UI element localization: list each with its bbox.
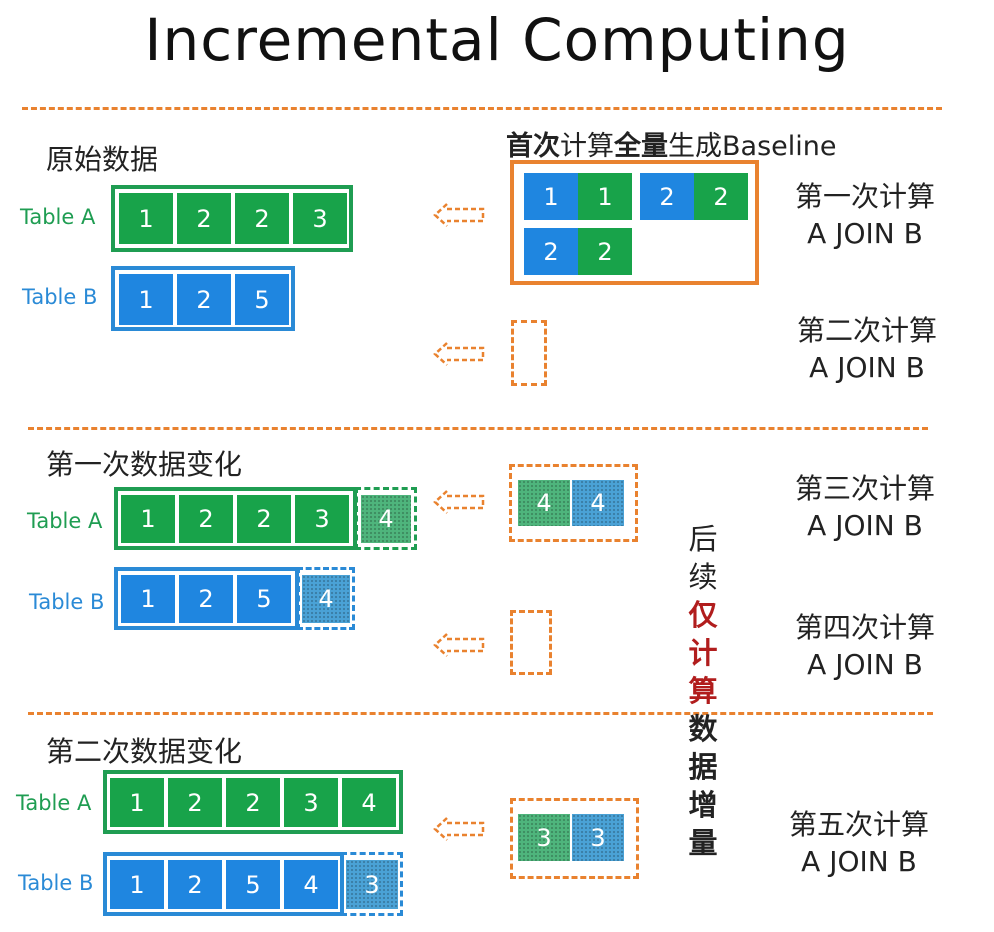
dashed-left-arrow-icon: [433, 817, 485, 841]
table-a-cell: 1: [119, 193, 173, 244]
table-b-label: Table B: [18, 871, 94, 895]
table-b-delta-cell: 3: [346, 860, 398, 909]
incremental-result-frame: [509, 464, 638, 542]
vertical-note-char: 计: [688, 636, 718, 670]
dashed-left-arrow-icon: [433, 490, 485, 514]
table-b-delta-frame: [297, 567, 355, 630]
table-b-cell: 5: [237, 575, 291, 623]
result-cell: 1: [524, 173, 578, 220]
section-divider: [28, 427, 928, 430]
vertical-note-char: 量: [688, 826, 718, 860]
vertical-note: 后 续 仅 计 算 数 据 增 量: [683, 520, 723, 862]
result-cell: 3: [518, 814, 570, 861]
step-title: 第二次计算: [796, 314, 937, 347]
result-cell: 2: [640, 173, 694, 220]
table-b-label: Table B: [22, 285, 98, 309]
step-title: 第一次计算: [794, 180, 935, 213]
table-a-cell: 4: [342, 778, 396, 827]
result-cell: 1: [578, 173, 632, 220]
step-join: A JOIN B: [807, 509, 923, 543]
table-b-cell: 2: [168, 860, 222, 909]
table-a-cell: 1: [110, 778, 164, 827]
step-label-3: 第三次计算 A JOIN B: [770, 470, 960, 544]
section-label-second-change: 第二次数据变化: [46, 735, 243, 768]
dashed-left-arrow-icon: [433, 203, 485, 227]
empty-result-frame: [510, 610, 552, 675]
table-a-cell: 3: [293, 193, 347, 244]
step-label-4: 第四次计算 A JOIN B: [770, 609, 960, 683]
step-label-5: 第五次计算 A JOIN B: [764, 806, 954, 880]
section-label-original: 原始数据: [46, 143, 159, 176]
baseline-caption-full: 全量: [614, 131, 668, 162]
table-b-cell: 2: [177, 274, 231, 325]
step-title: 第五次计算: [788, 808, 929, 841]
section-divider: [28, 712, 933, 715]
step-title: 第四次计算: [794, 611, 935, 644]
vertical-note-char: 仅: [688, 598, 718, 632]
table-a-cell: 2: [168, 778, 222, 827]
baseline-caption-first: 首次: [506, 131, 560, 162]
page-title: Incremental Computing: [144, 6, 850, 74]
table-a-cell: 2: [179, 495, 233, 543]
table-a-cell: 3: [295, 495, 349, 543]
table-b-label: Table B: [29, 590, 105, 614]
step-join: A JOIN B: [807, 217, 923, 251]
table-b-frame: [111, 266, 295, 331]
step-title: 第三次计算: [794, 472, 935, 505]
baseline-caption-compute: 计算: [560, 131, 614, 162]
step-join: A JOIN B: [807, 648, 923, 682]
step-label-1: 第一次计算 A JOIN B: [770, 178, 960, 252]
incremental-result-frame: [510, 798, 639, 879]
vertical-note-char: 增: [688, 788, 718, 822]
dashed-left-arrow-icon: [433, 633, 485, 657]
table-a-delta-cell: 4: [361, 495, 411, 543]
table-a-cell: 2: [177, 193, 231, 244]
table-b-delta-frame: [341, 852, 403, 916]
result-cell: 2: [578, 228, 632, 275]
step-label-2: 第二次计算 A JOIN B: [772, 312, 962, 386]
table-a-cell: 3: [284, 778, 338, 827]
result-cell: 4: [572, 480, 624, 526]
table-b-cell: 1: [119, 274, 173, 325]
table-a-cell: 1: [121, 495, 175, 543]
table-b-delta-cell: 4: [302, 575, 350, 623]
table-a-cell: 2: [235, 193, 289, 244]
result-cell: 4: [518, 480, 570, 526]
empty-result-frame: [511, 320, 547, 386]
vertical-note-char: 算: [688, 674, 718, 708]
table-a-label: Table A: [16, 791, 92, 815]
step-join: A JOIN B: [809, 351, 925, 385]
step-join: A JOIN B: [801, 845, 917, 879]
section-label-first-change: 第一次数据变化: [46, 448, 243, 481]
vertical-note-char: 据: [688, 750, 718, 784]
table-a-cell: 2: [226, 778, 280, 827]
section-divider: [22, 107, 942, 110]
table-b-cell: 2: [179, 575, 233, 623]
table-b-cell: 1: [110, 860, 164, 909]
table-b-cell: 1: [121, 575, 175, 623]
baseline-caption: 首次计算全量生成Baseline: [506, 124, 836, 163]
table-a-frame: [111, 185, 353, 252]
table-a-label: Table A: [27, 509, 103, 533]
vertical-note-char: 续: [688, 560, 718, 594]
table-a-label: Table A: [20, 205, 96, 229]
table-a-delta-frame: [355, 487, 417, 550]
baseline-caption-generate: 生成Baseline: [668, 131, 837, 162]
dashed-left-arrow-icon: [433, 342, 485, 366]
result-cell: 3: [572, 814, 624, 861]
table-b-cell: 4: [284, 860, 338, 909]
table-b-cell: 5: [235, 274, 289, 325]
table-a-cell: 2: [237, 495, 291, 543]
baseline-result-frame: [510, 160, 759, 285]
result-cell: 2: [694, 173, 748, 220]
vertical-note-char: 后: [688, 522, 718, 556]
vertical-note-char: 数: [688, 712, 718, 746]
result-cell: 2: [524, 228, 578, 275]
table-a-frame: [103, 770, 403, 834]
table-b-cell: 5: [226, 860, 280, 909]
